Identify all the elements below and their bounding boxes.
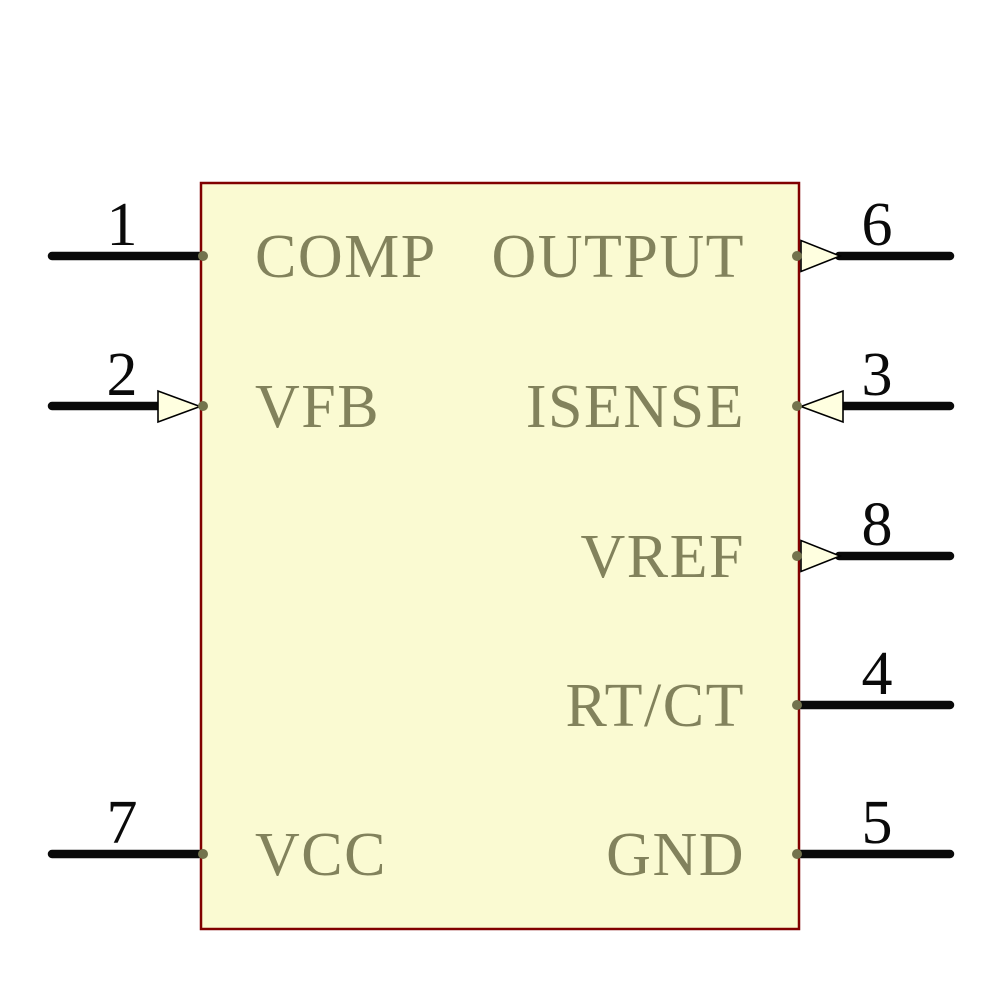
pin-4-connection-dot [792, 700, 802, 710]
pin-7-number: 7 [107, 789, 138, 857]
pin-label-gnd: GND [606, 821, 745, 889]
pin-2-input-arrow-icon [157, 389, 203, 424]
pin-6-output-arrow-icon [800, 239, 843, 273]
pin-2-number: 2 [107, 341, 138, 409]
pin-8-connection-dot [792, 551, 802, 561]
ic-body[interactable] [199, 181, 801, 931]
pin-1-connection-dot [198, 251, 208, 261]
pin-6-number: 6 [862, 191, 893, 259]
pin-3-connection-dot [792, 401, 802, 411]
pin-8-vref[interactable]: 8 [792, 491, 955, 573]
pin-label-vcc: VCC [255, 821, 387, 889]
pin-6-output[interactable]: 6 [792, 191, 955, 273]
pin-3-number: 3 [862, 341, 893, 409]
pin-1-comp[interactable]: 1 [47, 191, 208, 261]
pin-4-rtct[interactable]: 4 [792, 640, 955, 710]
pin-5-connection-dot [792, 849, 802, 859]
pin-8-number: 8 [862, 491, 893, 559]
pin-1-number: 1 [107, 191, 138, 259]
pin-label-comp: COMP [255, 223, 437, 291]
pin-7-vcc[interactable]: 7 [47, 789, 208, 859]
pin-label-vref: VREF [581, 523, 745, 591]
pin-7-connection-dot [198, 849, 208, 859]
pin-4-number: 4 [862, 640, 893, 708]
pin-5-number: 5 [862, 789, 893, 857]
pin-label-vfb: VFB [255, 373, 380, 441]
pin-8-output-arrow-icon [800, 539, 843, 573]
pin-6-connection-dot [792, 251, 802, 261]
pin-label-isense: ISENSE [526, 373, 745, 441]
pin-2-vfb[interactable]: 2 [47, 341, 208, 424]
pin-label-rtct: RT/CT [566, 672, 745, 740]
pin-3-isense[interactable]: 3 [792, 341, 955, 424]
pin-5-gnd[interactable]: 5 [792, 789, 955, 859]
pin-label-output: OUTPUT [491, 223, 745, 291]
pin-3-input-arrow-icon [798, 389, 844, 424]
pin-2-connection-dot [198, 401, 208, 411]
